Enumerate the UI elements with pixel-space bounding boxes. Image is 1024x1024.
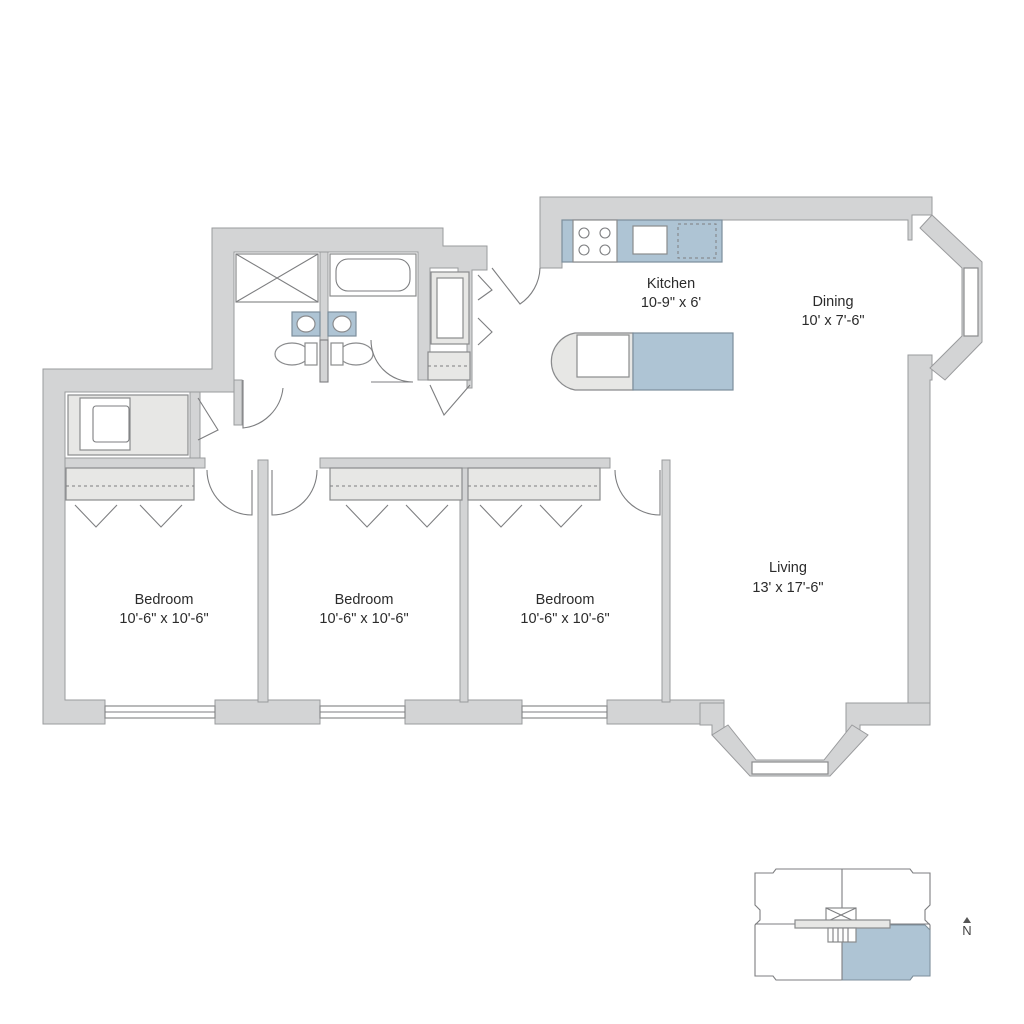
kitchen-size: 10-9" x 6' — [641, 295, 702, 311]
closets — [65, 467, 601, 528]
kitchen-sink-icon — [632, 225, 668, 255]
east-wall — [539, 196, 933, 269]
dishwasher-icon — [677, 223, 717, 259]
doors — [197, 267, 661, 516]
closet-bedroom-1 — [65, 467, 195, 501]
door-bedroom-3 — [614, 469, 661, 516]
door-linen — [477, 274, 493, 346]
south-wall-1 — [214, 699, 321, 725]
bedroom-1-label: Bedroom — [135, 592, 194, 608]
door-bedroom-1 — [206, 469, 253, 516]
range-icon — [572, 219, 618, 263]
bathtub-icon — [329, 253, 417, 297]
bedroom-3-size: 10'-6" x 10'-6" — [520, 611, 609, 627]
door-laundry — [197, 397, 219, 441]
west-wall — [42, 227, 488, 725]
south-wall-2 — [404, 699, 523, 725]
closet-wall-top-2 — [319, 457, 611, 469]
closet-wall-top-1 — [64, 457, 206, 469]
kitchen-fixtures — [550, 219, 734, 391]
key-plan: N — [754, 868, 972, 981]
closet-bedroom-3 — [467, 467, 601, 501]
kitchen-label: Kitchen — [647, 276, 695, 292]
bath-partition — [319, 251, 329, 383]
hall-stub — [233, 379, 243, 426]
walls — [42, 196, 983, 777]
bay-south — [711, 724, 869, 777]
bay-ne — [919, 214, 983, 381]
bedroom-1-size: 10'-6" x 10'-6" — [119, 611, 208, 627]
toilet-1-icon — [274, 342, 310, 366]
bedroom-2-label: Bedroom — [335, 592, 394, 608]
door-entry — [491, 267, 541, 305]
toilet-2-icon — [338, 342, 374, 366]
north-arrow-icon — [963, 917, 971, 923]
bedroom-2-size: 10'-6" x 10'-6" — [319, 611, 408, 627]
key-plan-stairs — [827, 927, 857, 943]
door-bath — [242, 380, 284, 429]
east-side-wall — [907, 354, 933, 704]
island-cooktop — [576, 334, 630, 378]
partition-1 — [257, 459, 269, 703]
laundry-wall — [189, 391, 201, 459]
north-label: N — [962, 923, 971, 938]
closet-bedroom-2 — [329, 467, 463, 501]
partition-3 — [661, 459, 671, 703]
key-plan-unit-highlight — [841, 924, 931, 981]
dining-label: Dining — [812, 294, 853, 310]
room-labels: Kitchen 10-9" x 6' Dining 10' x 7'-6" Li… — [119, 276, 864, 627]
island-counter — [632, 332, 734, 391]
window-bay-south — [751, 761, 829, 775]
dining-size: 10' x 7'-6" — [801, 313, 864, 329]
door-closet — [429, 384, 471, 417]
living-label: Living — [769, 560, 807, 576]
windows — [104, 267, 979, 775]
living-size: 13' x 17'-6" — [752, 580, 823, 596]
window-bay-east — [963, 267, 979, 337]
bedroom-3-label: Bedroom — [536, 592, 595, 608]
door-bedroom-2 — [271, 469, 318, 516]
bath-fixtures — [235, 253, 471, 383]
laundry — [67, 394, 189, 456]
door-bath-2 — [370, 339, 414, 383]
